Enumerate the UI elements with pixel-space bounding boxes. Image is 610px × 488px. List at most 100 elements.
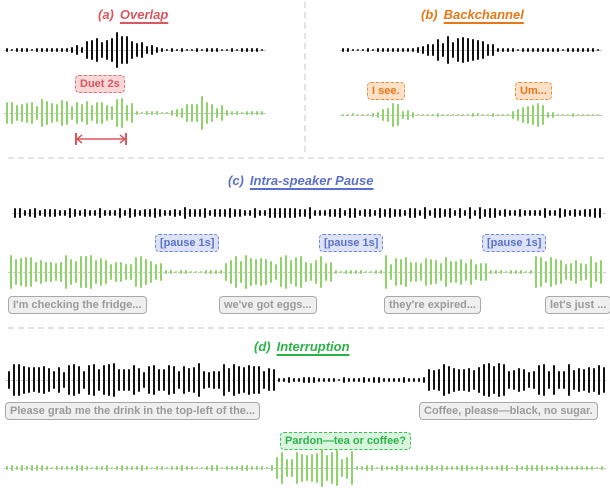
waveform-bar <box>260 257 262 287</box>
waveform-bar <box>325 263 327 281</box>
waveform-bar <box>342 48 344 52</box>
waveform-bar <box>36 47 38 53</box>
waveform-bar <box>377 112 379 118</box>
waveform-bar <box>24 210 26 216</box>
waveform-bar <box>141 111 143 115</box>
waveform-bar <box>335 269 337 275</box>
waveform-bar <box>101 41 103 59</box>
panel-title-overlap: (a)Overlap <box>98 7 168 22</box>
waveform-bar <box>356 465 358 471</box>
waveform-bar <box>579 210 581 216</box>
waveform-bar <box>552 48 554 52</box>
waveform-bar <box>206 47 208 53</box>
waveform-bar <box>363 377 365 383</box>
waveform-bar <box>405 257 407 287</box>
waveform-bar <box>223 363 225 397</box>
waveform-bar <box>246 48 248 52</box>
waveform-bar <box>134 209 136 217</box>
waveform-bar <box>178 371 180 389</box>
speaker-a-waveform <box>4 30 266 70</box>
waveform-bar <box>100 258 102 286</box>
waveform-bar <box>18 364 20 396</box>
waveform-bar <box>106 104 108 122</box>
waveform-bar <box>301 453 303 483</box>
waveform-bar <box>236 466 238 470</box>
waveform-bar <box>418 378 420 382</box>
waveform-bar <box>116 32 118 68</box>
waveform-bar <box>255 258 257 286</box>
waveform-bar <box>66 466 68 470</box>
waveform-bar <box>417 46 419 54</box>
waveform-bar <box>535 256 537 288</box>
waveform-bar <box>407 109 409 121</box>
waveform-bar <box>492 113 494 117</box>
waveform-bar <box>452 114 454 116</box>
waveform-bar <box>446 466 448 470</box>
waveform-bar <box>61 47 63 53</box>
waveform-bar <box>126 36 128 64</box>
waveform-bar <box>346 457 348 479</box>
waveform-bar <box>423 377 425 383</box>
waveform-bar <box>449 207 451 219</box>
waveform-bar <box>428 369 430 391</box>
waveform-bar <box>135 257 137 287</box>
waveform-bar <box>341 458 343 478</box>
waveform-bar <box>453 367 455 393</box>
waveform-bar <box>6 102 8 124</box>
waveform-bar <box>306 454 308 482</box>
waveform-bar <box>592 47 594 53</box>
waveform-bar <box>269 208 271 218</box>
waveform-bar <box>94 210 96 216</box>
waveform-bar <box>542 47 544 53</box>
waveform-bar <box>58 366 60 394</box>
waveform-bar <box>558 370 560 390</box>
waveform-bar <box>166 48 168 52</box>
waveform-bar <box>523 369 525 391</box>
waveform-bar <box>599 208 601 218</box>
waveform-bar <box>425 258 427 286</box>
waveform-bar <box>158 369 160 391</box>
waveform-bar <box>46 466 48 470</box>
waveform-bar <box>83 371 85 389</box>
waveform-bar <box>401 465 403 471</box>
waveform-bar <box>233 364 235 396</box>
waveform-bar <box>361 465 363 471</box>
waveform-bar <box>600 259 602 285</box>
waveform-bar <box>299 208 301 218</box>
waveform-bar <box>206 102 208 124</box>
waveform-bar <box>280 257 282 287</box>
waveform-bar <box>76 465 78 471</box>
waveform-bar <box>59 209 61 217</box>
waveform-bar <box>397 47 399 53</box>
waveform-bar <box>324 209 326 217</box>
waveform-bar <box>547 111 549 119</box>
waveform-bar <box>116 98 118 128</box>
waveform-bar <box>498 363 500 397</box>
waveform-bar <box>246 111 248 115</box>
waveform-bar <box>136 42 138 58</box>
horizontal-divider-2 <box>8 327 604 329</box>
waveform-bar <box>340 270 342 274</box>
waveform-bar <box>273 369 275 391</box>
waveform-bar <box>587 114 589 116</box>
waveform-bar <box>457 113 459 117</box>
waveform-bar <box>224 209 226 217</box>
waveform-bar <box>86 100 88 126</box>
waveform-bar <box>170 269 172 275</box>
waveform-bar <box>511 466 513 470</box>
waveform-bar <box>298 377 300 383</box>
waveform-bar <box>16 465 18 471</box>
waveform-bar <box>136 110 138 116</box>
waveform-bar <box>447 114 449 116</box>
waveform-bar <box>357 113 359 117</box>
waveform-bar <box>249 209 251 217</box>
waveform-bar <box>367 47 369 53</box>
waveform-bar <box>362 114 364 116</box>
waveform-bar <box>290 260 292 284</box>
waveform-bar <box>575 260 577 284</box>
waveform-bar <box>408 378 410 382</box>
waveform-bar <box>29 209 31 217</box>
waveform-bar <box>443 364 445 396</box>
waveform-bar <box>466 465 468 471</box>
waveform-bar <box>352 113 354 117</box>
